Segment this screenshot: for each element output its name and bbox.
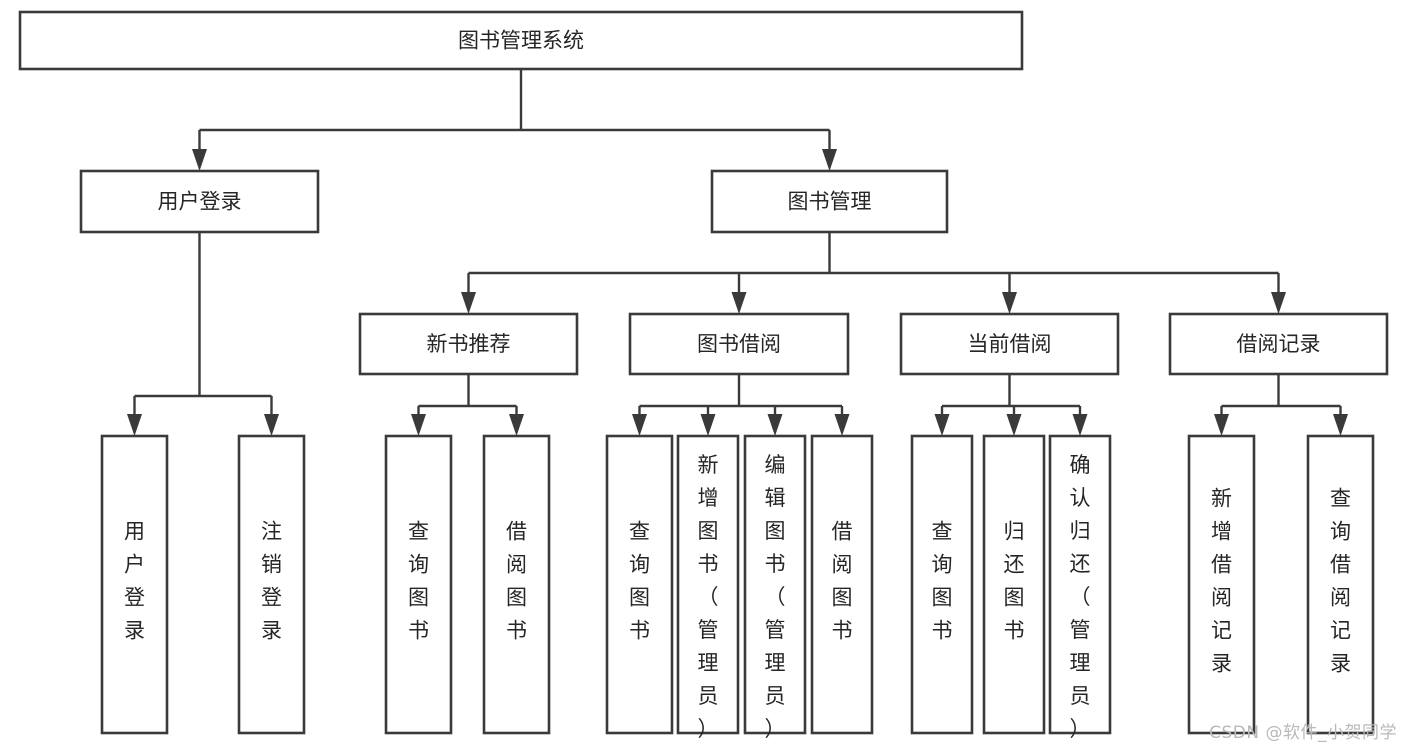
arrow-head-icon: [1002, 292, 1017, 314]
node-label-user-login: 用户登录: [158, 190, 242, 214]
node-label-leaf-confirm-return: 确认归还（管理员）: [1070, 453, 1091, 741]
arrow-head-icon: [509, 414, 524, 436]
arrow-head-icon: [1271, 292, 1286, 314]
node-current-borrow[interactable]: 当前借阅: [899, 312, 1120, 376]
node-box-leaf-borrow-book-1[interactable]: [482, 434, 551, 735]
node-leaf-query-record[interactable]: 查询借阅记录: [1306, 434, 1375, 735]
node-leaf-return-book[interactable]: 归还图书: [982, 434, 1046, 735]
node-box-leaf-borrow-book-2[interactable]: [810, 434, 874, 735]
node-box-book-manage[interactable]: [710, 169, 949, 234]
node-leaf-borrow-book-2[interactable]: 借阅图书: [810, 434, 874, 735]
node-label-root: 图书管理系统: [458, 29, 584, 53]
node-label-book-manage: 图书管理: [788, 190, 872, 214]
node-label-leaf-user-login: 用户登录: [124, 520, 145, 643]
node-leaf-add-book[interactable]: 新增图书（管理员）: [676, 434, 740, 741]
arrow-head-icon: [632, 414, 647, 436]
node-box-leaf-query-book-3[interactable]: [910, 434, 974, 735]
arrow-head-icon: [731, 292, 747, 314]
node-borrow-record[interactable]: 借阅记录: [1168, 312, 1389, 376]
node-label-leaf-query-book-1: 查询图书: [408, 520, 429, 643]
arrow-head-icon: [411, 414, 426, 436]
node-box-current-borrow[interactable]: [899, 312, 1120, 376]
node-label-leaf-borrow-book-1: 借阅图书: [506, 520, 527, 643]
node-leaf-query-book-1[interactable]: 查询图书: [384, 434, 453, 735]
node-label-leaf-query-book-3: 查询图书: [932, 520, 953, 643]
node-label-leaf-add-record: 新增借阅记录: [1211, 487, 1232, 676]
node-leaf-logout-login[interactable]: 注销登录: [237, 434, 306, 735]
node-leaf-borrow-book-1[interactable]: 借阅图书: [482, 434, 551, 735]
connector-layer: [127, 69, 1348, 436]
node-box-leaf-logout-login[interactable]: [237, 434, 306, 735]
node-box-new-book-rec[interactable]: [358, 312, 579, 376]
arrow-head-icon: [1072, 414, 1088, 436]
node-new-book-rec[interactable]: 新书推荐: [358, 312, 579, 376]
arrow-head-icon: [1333, 414, 1348, 436]
node-label-leaf-edit-book: 编辑图书（管理员）: [765, 453, 786, 741]
node-user-login[interactable]: 用户登录: [79, 169, 320, 234]
node-box-leaf-return-book[interactable]: [982, 434, 1046, 735]
arrow-head-icon: [834, 414, 850, 436]
node-leaf-add-record[interactable]: 新增借阅记录: [1187, 434, 1256, 735]
node-layer: 图书管理系统用户登录图书管理新书推荐图书借阅当前借阅借阅记录用户登录注销登录查询…: [18, 10, 1389, 741]
node-box-root[interactable]: [18, 10, 1024, 71]
node-box-leaf-query-book-2[interactable]: [605, 434, 674, 735]
arrow-head-icon: [1214, 414, 1229, 436]
node-box-leaf-edit-book[interactable]: [743, 434, 807, 735]
node-label-leaf-query-record: 查询借阅记录: [1330, 487, 1351, 676]
arrow-head-icon: [192, 149, 207, 171]
node-leaf-edit-book[interactable]: 编辑图书（管理员）: [743, 434, 807, 741]
node-leaf-user-login[interactable]: 用户登录: [100, 434, 169, 735]
node-label-leaf-add-book: 新增图书（管理员）: [698, 453, 719, 741]
node-label-book-borrow: 图书借阅: [697, 332, 781, 356]
node-label-leaf-return-book: 归还图书: [1004, 520, 1025, 643]
node-box-borrow-record[interactable]: [1168, 312, 1389, 376]
csdn-watermark: CSDN @软件_小贺同学: [1209, 723, 1397, 743]
node-label-borrow-record: 借阅记录: [1237, 332, 1321, 356]
arrow-head-icon: [700, 414, 716, 436]
arrow-head-icon: [461, 292, 476, 314]
node-box-user-login[interactable]: [79, 169, 320, 234]
node-label-leaf-logout-login: 注销登录: [261, 520, 282, 643]
arrow-head-icon: [767, 414, 783, 436]
node-label-new-book-rec: 新书推荐: [427, 332, 511, 356]
arrow-head-icon: [127, 414, 142, 436]
node-box-leaf-add-book[interactable]: [676, 434, 740, 735]
node-root[interactable]: 图书管理系统: [18, 10, 1024, 71]
node-box-leaf-confirm-return[interactable]: [1048, 434, 1112, 735]
node-box-leaf-query-record[interactable]: [1306, 434, 1375, 735]
node-leaf-query-book-2[interactable]: 查询图书: [605, 434, 674, 735]
node-label-leaf-query-book-2: 查询图书: [629, 520, 650, 643]
node-box-leaf-user-login[interactable]: [100, 434, 169, 735]
node-label-current-borrow: 当前借阅: [968, 332, 1052, 356]
node-box-leaf-add-record[interactable]: [1187, 434, 1256, 735]
node-book-borrow[interactable]: 图书借阅: [628, 312, 850, 376]
arrow-head-icon: [822, 149, 837, 171]
node-leaf-confirm-return[interactable]: 确认归还（管理员）: [1048, 434, 1112, 741]
node-leaf-query-book-3[interactable]: 查询图书: [910, 434, 974, 735]
arrow-head-icon: [1006, 414, 1022, 436]
arrow-head-icon: [934, 414, 950, 436]
node-book-manage[interactable]: 图书管理: [710, 169, 949, 234]
node-box-leaf-query-book-1[interactable]: [384, 434, 453, 735]
node-label-leaf-borrow-book-2: 借阅图书: [832, 520, 853, 643]
node-box-book-borrow[interactable]: [628, 312, 850, 376]
arrow-head-icon: [264, 414, 279, 436]
